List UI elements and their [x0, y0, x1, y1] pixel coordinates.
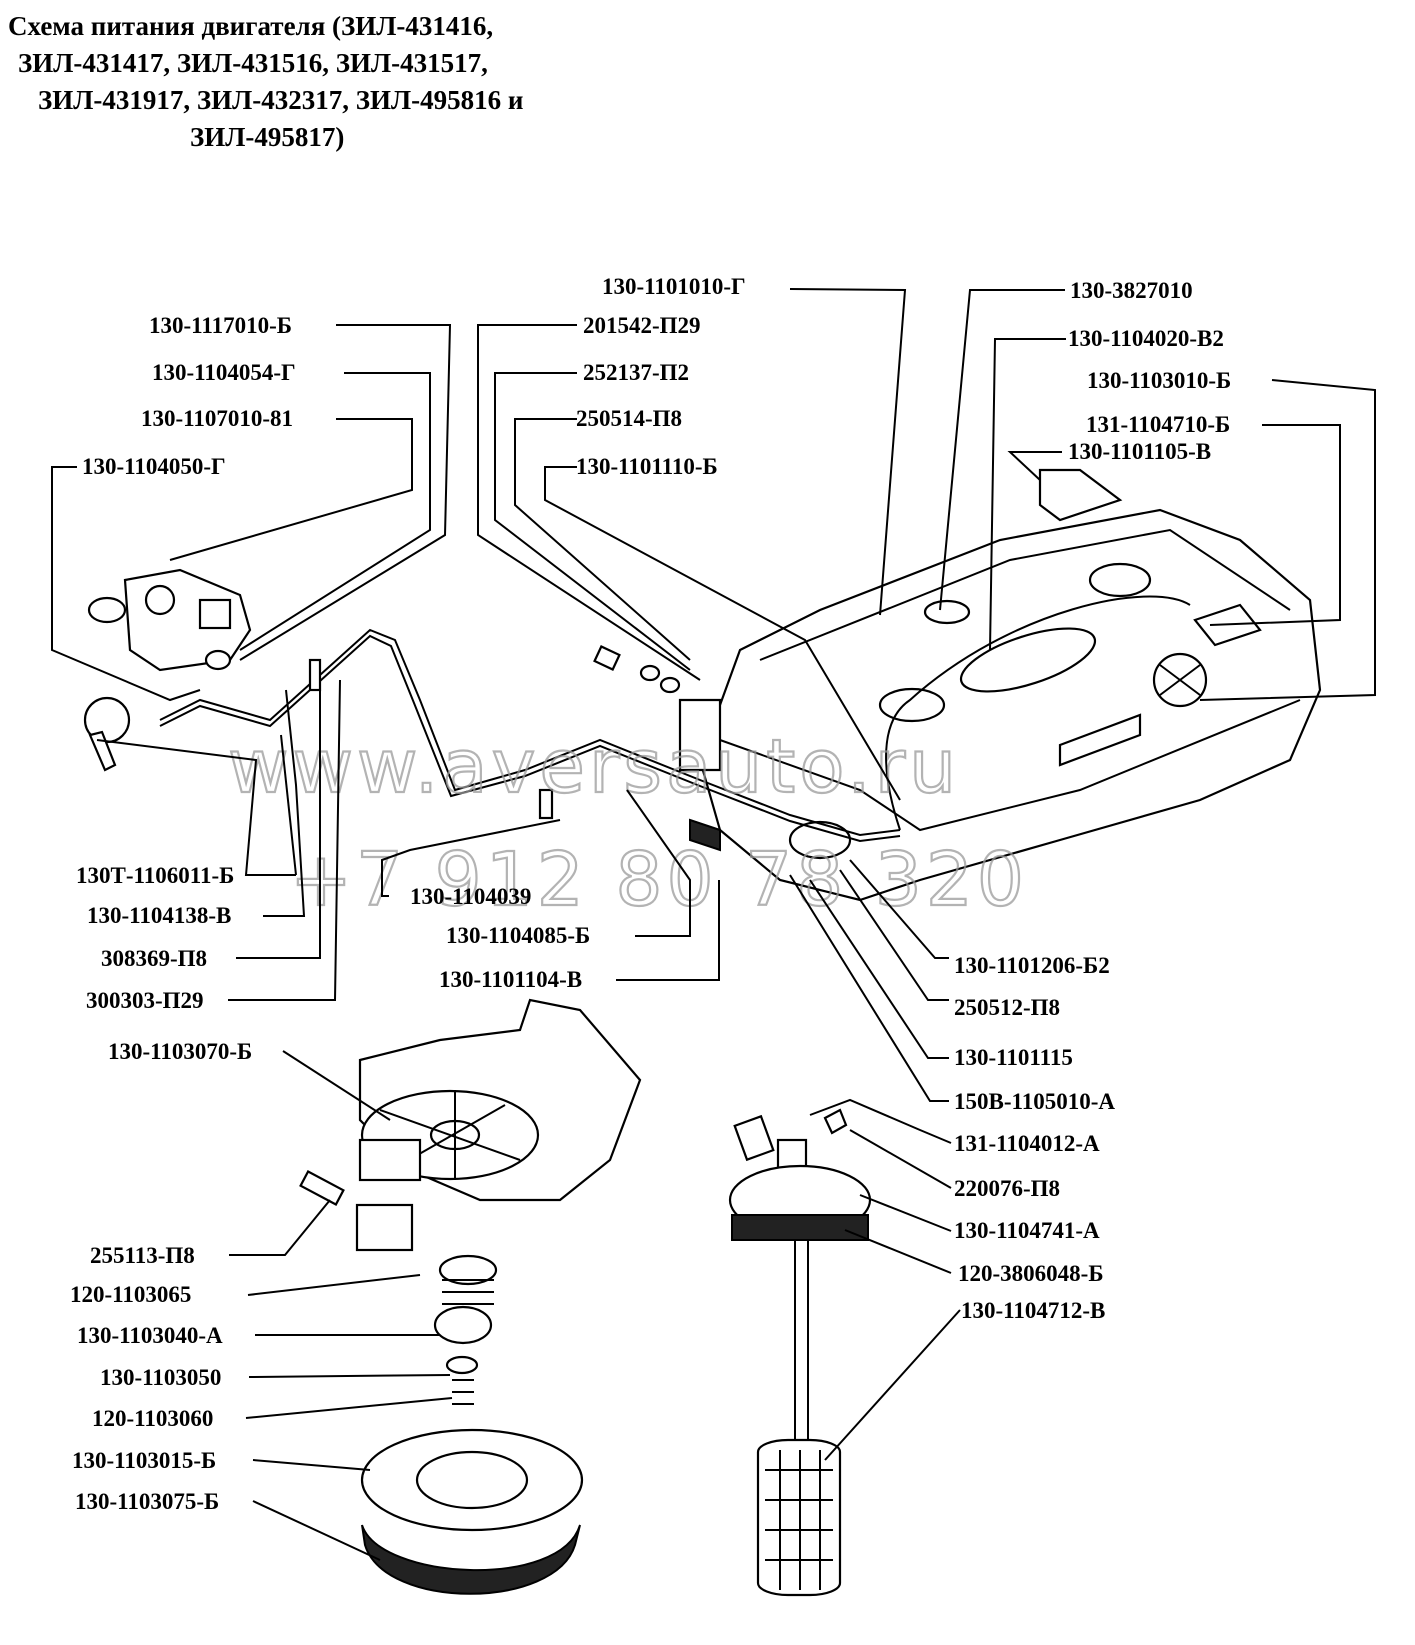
label-120-3806048-B: 120-3806048-Б — [958, 1261, 1104, 1286]
title-line-4: ЗИЛ-495817) — [190, 122, 345, 152]
label-201542-P29: 201542-П29 — [583, 313, 701, 338]
label-130-1107010-81: 130-1107010-81 — [141, 406, 293, 431]
fuel-level-sensor — [728, 1108, 872, 1597]
fuel-tank — [678, 468, 1322, 902]
title-line-2: ЗИЛ-431417, ЗИЛ-431516, ЗИЛ-431517, — [18, 48, 488, 78]
label-255113-P8: 255113-П8 — [90, 1243, 195, 1268]
watermark-site: www.aversauto.ru — [228, 724, 960, 810]
line-fasteners — [308, 645, 681, 820]
label-131-1104710-B: 131-1104710-Б — [1086, 412, 1230, 437]
label-120-1103060: 120-1103060 — [92, 1406, 213, 1431]
label-130-1104712-V: 130-1104712-В — [961, 1298, 1105, 1323]
part-labels: 130-1101010-Г 130-1117010-Б 201542-П29 1… — [70, 274, 1231, 1514]
fuel-pump-assembly — [83, 568, 252, 772]
label-130-1101206-B2: 130-1101206-Б2 — [954, 953, 1110, 978]
label-300303-P29: 300303-П29 — [86, 988, 204, 1013]
label-220076-P8: 220076-П8 — [954, 1176, 1060, 1201]
label-130-1103070-B: 130-1103070-Б — [108, 1039, 252, 1064]
label-130-1101104-V: 130-1101104-В — [439, 967, 582, 992]
label-252137-P2: 252137-П2 — [583, 360, 689, 385]
label-130-3827010: 130-3827010 — [1070, 278, 1193, 303]
watermark-phone: +7 912 80 78 320 — [290, 837, 1028, 923]
label-130-1104138-V: 130-1104138-В — [87, 903, 231, 928]
label-130-1103050: 130-1103050 — [100, 1365, 221, 1390]
label-130-1104039: 130-1104039 — [410, 884, 531, 909]
label-130-1104050-G: 130-1104050-Г — [82, 454, 226, 479]
label-130-1103015-B: 130-1103015-Б — [72, 1448, 216, 1473]
label-130-1104085-B: 130-1104085-Б — [446, 923, 590, 948]
label-130-1103075-B: 130-1103075-Б — [75, 1489, 219, 1514]
label-130T-1106011-B: 130Т-1106011-Б — [76, 863, 234, 888]
label-308369-P8: 308369-П8 — [101, 946, 207, 971]
label-130-1103010-B: 130-1103010-Б — [1087, 368, 1231, 393]
filler-neck-assembly — [299, 998, 642, 1595]
label-250512-P8: 250512-П8 — [954, 995, 1060, 1020]
fuel-line — [159, 595, 1191, 843]
label-131-1104012-A: 131-1104012-А — [954, 1131, 1100, 1156]
label-130-1117010-B: 130-1117010-Б — [149, 313, 292, 338]
leader-lines — [51, 288, 1376, 1561]
label-120-1103065: 120-1103065 — [70, 1282, 191, 1307]
label-130-1101110-B: 130-1101110-Б — [576, 454, 718, 479]
label-130-1103040-A: 130-1103040-А — [77, 1323, 223, 1348]
label-130-1104741-A: 130-1104741-А — [954, 1218, 1100, 1243]
label-130-1101115: 130-1101115 — [954, 1045, 1073, 1070]
label-130-1101010-G: 130-1101010-Г — [602, 274, 746, 299]
title-line-3: ЗИЛ-431917, ЗИЛ-432317, ЗИЛ-495816 и — [38, 85, 524, 115]
title-line-1: Схема питания двигателя (ЗИЛ-431416, — [8, 11, 494, 41]
label-130-1104020-V2: 130-1104020-В2 — [1068, 326, 1224, 351]
diagram-title: Схема питания двигателя (ЗИЛ-431416, ЗИЛ… — [8, 8, 648, 156]
label-130-1101105-V: 130-1101105-В — [1068, 439, 1211, 464]
label-250514-P8: 250514-П8 — [576, 406, 682, 431]
label-130-1104054-G: 130-1104054-Г — [152, 360, 296, 385]
label-150V-1105010-A: 150В-1105010-А — [954, 1089, 1115, 1114]
